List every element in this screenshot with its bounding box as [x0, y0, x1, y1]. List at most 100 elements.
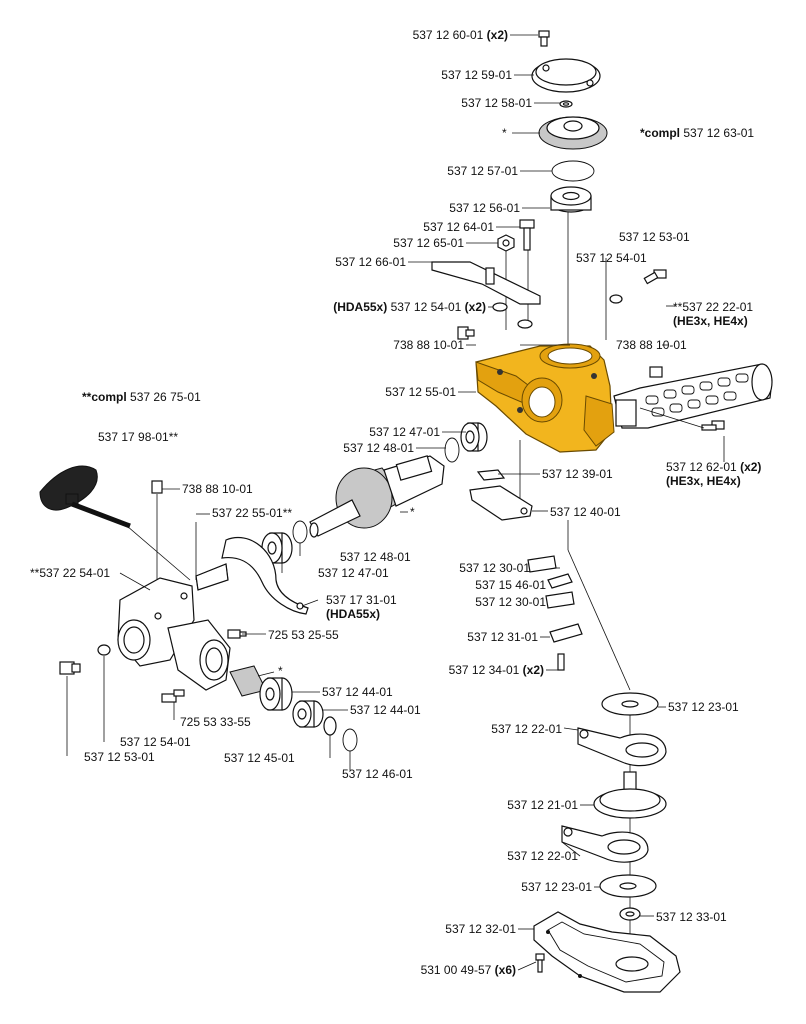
washer-23-a [601, 692, 659, 716]
label-537-12-32: 537 12 32-01 [445, 922, 516, 936]
washer-23-b [599, 874, 657, 898]
label-hda-54: (HDA55x) 537 12 54-01 (x2) [333, 300, 486, 314]
label-725-53-25: 725 53 25-55 [268, 628, 339, 642]
bearing-56 [550, 186, 592, 213]
clip-15-46 [547, 573, 573, 589]
label-537-12-31: 537 12 31-01 [467, 630, 538, 644]
screw-531 [535, 953, 545, 973]
label-537-12-45: 537 12 45-01 [224, 751, 295, 765]
label-537-22-54: **537 22 54-01 [30, 566, 111, 580]
clip-30-b [545, 591, 575, 609]
handle-22-22 [613, 363, 773, 429]
shim-39 [476, 469, 506, 481]
label-537-12-65: 537 12 65-01 [393, 236, 464, 250]
label-537-12-44-a: 537 12 44-01 [322, 685, 393, 699]
label-537-12-44-b: 537 12 44-01 [350, 703, 421, 717]
label-738-88-10-right: 738 88 10-01 [616, 338, 687, 352]
bracket-17-31 [221, 537, 309, 615]
label-537-12-64: 537 12 64-01 [423, 220, 494, 234]
label-537-12-54-top: 537 12 54-01 [576, 251, 647, 265]
washer-hda [492, 302, 533, 329]
clip-30-a [527, 555, 557, 573]
label-537-12-22-b: 537 12 22-01 [507, 849, 578, 863]
label-537-12-22-a: 537 12 22-01 [491, 722, 562, 736]
plate-31 [549, 623, 583, 643]
label-537-12-66: 537 12 66-01 [335, 255, 406, 269]
crank-22-a [577, 727, 667, 767]
circlip-48-b [292, 520, 308, 544]
screw-738-left [457, 326, 475, 340]
circlip-57 [551, 160, 595, 182]
plate-40 [469, 485, 533, 521]
label-537-12-57: 537 12 57-01 [447, 164, 518, 178]
label-star-pinion: * [278, 664, 283, 678]
label-537-22-55: 537 22 55-01** [212, 506, 293, 520]
label-compl-63: *compl 537 12 63-01 [640, 126, 755, 140]
label-537-12-30-a: 537 12 30-01 [459, 561, 530, 575]
bushing-33 [619, 907, 641, 921]
circlip-48-a [444, 437, 460, 463]
label-537-15-46: 537 15 46-01 [475, 578, 546, 592]
label-537-12-46: 537 12 46-01 [342, 767, 413, 781]
screw-62 [701, 420, 725, 431]
spacer-45 [323, 716, 337, 736]
label-star-gear: * [502, 126, 507, 140]
band-22-55 [195, 563, 229, 591]
base-plate-32 [533, 911, 681, 993]
crank-22-b [561, 825, 649, 863]
label-537-12-30-b: 537 12 30-01 [475, 595, 546, 609]
label-537-17-31: 537 17 31-01(HDA55x) [326, 593, 397, 621]
label-537-12-56: 537 12 56-01 [449, 201, 520, 215]
label-537-12-33: 537 12 33-01 [656, 910, 727, 924]
label-537-22-22: **537 22 22-01(HE3x, HE4x) [673, 300, 754, 328]
housing-22-54 [117, 577, 231, 691]
bearing-44-a [259, 677, 293, 711]
bearing-44-b [292, 700, 324, 728]
bevel-gear-shaft [309, 455, 445, 538]
label-537-12-40: 537 12 40-01 [550, 505, 621, 519]
label-537-12-58: 537 12 58-01 [461, 96, 532, 110]
label-537-12-60: 537 12 60-01 (x2) [412, 28, 508, 42]
label-compl-26-75: **compl 537 26 75-01 [82, 390, 201, 404]
label-537-12-23-b: 537 12 23-01 [521, 880, 592, 894]
gear-housing-highlight [475, 343, 615, 453]
screw-738-mid [151, 480, 163, 494]
screw-53-top [643, 269, 667, 285]
cam-21 [593, 771, 667, 819]
bracket-66 [431, 261, 541, 305]
label-537-12-55: 537 12 55-01 [385, 385, 456, 399]
label-537-12-53-top: 537 12 53-01 [619, 230, 690, 244]
bearing-47-a [460, 422, 488, 452]
knob-17-98 [39, 465, 131, 529]
label-537-12-59: 537 12 59-01 [441, 68, 512, 82]
screw-53-bottom [59, 661, 81, 675]
label-537-12-23-a: 537 12 23-01 [668, 700, 739, 714]
label-537-12-21: 537 12 21-01 [507, 798, 578, 812]
nut-65 [497, 234, 515, 252]
label-725-53-33: 725 53 33-55 [180, 715, 251, 729]
bevel-gear-top [538, 116, 608, 150]
label-537-12-47-b: 537 12 47-01 [318, 566, 389, 580]
small-washer-58 [559, 100, 573, 108]
bolt-64 [519, 219, 535, 251]
label-537-12-48-b: 537 12 48-01 [340, 550, 411, 564]
gear-cover [531, 58, 601, 93]
label-531-00-49: 531 00 49-57 (x6) [420, 963, 516, 977]
label-537-12-62: 537 12 62-01 (x2)(HE3x, HE4x) [666, 460, 762, 488]
screw-725-33 [161, 689, 185, 703]
label-537-12-53-bottom: 537 12 53-01 [84, 750, 155, 764]
label-537-17-98: 537 17 98-01** [98, 430, 179, 444]
screw-top [538, 30, 550, 47]
circlip-46 [342, 728, 358, 752]
label-537-12-54-bottom: 537 12 54-01 [120, 735, 191, 749]
screw-34 [557, 653, 565, 671]
label-738-88-10-mid: 738 88 10-01 [182, 482, 253, 496]
label-537-12-47-a: 537 12 47-01 [369, 425, 440, 439]
label-537-12-39: 537 12 39-01 [542, 467, 613, 481]
label-738-88-10-left: 738 88 10-01 [393, 338, 464, 352]
label-537-12-34: 537 12 34-01 (x2) [448, 663, 544, 677]
washer-54-bottom [97, 644, 111, 656]
washer-54-top [609, 294, 623, 304]
